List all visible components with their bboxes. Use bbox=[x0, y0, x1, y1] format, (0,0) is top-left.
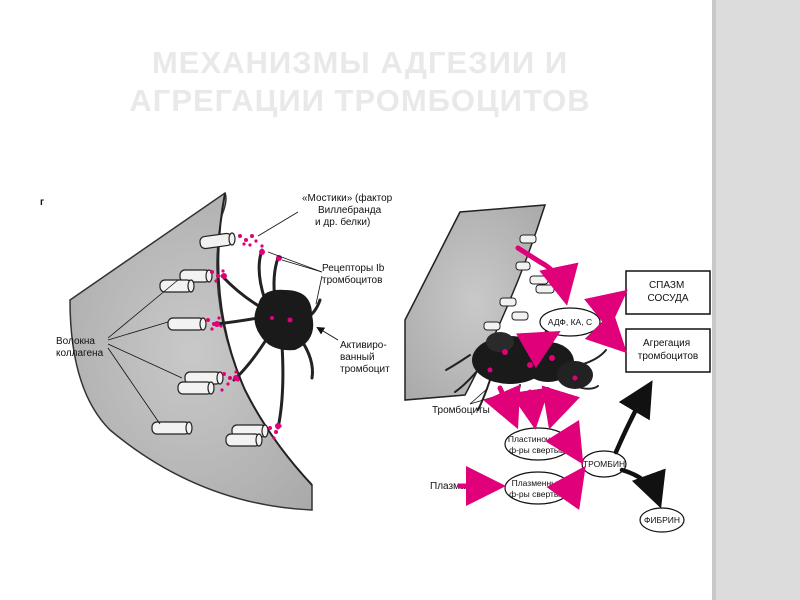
pink-arrows bbox=[457, 259, 628, 511]
arrow-adf-to-spasm bbox=[584, 289, 628, 331]
pink-arrow-tail bbox=[515, 245, 543, 265]
arrow-wall-to-adf bbox=[537, 259, 579, 306]
arrow-thrombin-to-fibrin bbox=[619, 467, 666, 509]
collagen-label: Волокна коллагена bbox=[56, 336, 104, 359]
arrow-cluster-to-adf bbox=[516, 331, 561, 369]
receptors-label: Рецепторы Ib тромбоцитов bbox=[322, 263, 387, 286]
spasm-box-label: СПАЗМ СОСУДА bbox=[647, 280, 688, 304]
black-arrows bbox=[613, 380, 666, 509]
activated-platelet-label: Активиро- ванный тромбоцит bbox=[340, 340, 390, 375]
aggregation-box bbox=[625, 328, 711, 373]
fibrin-label: ФИБРИН bbox=[644, 515, 680, 525]
plasma-factors-oval bbox=[504, 471, 572, 505]
plasma-label: Плазма bbox=[430, 481, 466, 492]
adf-label: АДФ, КА, С bbox=[548, 317, 592, 327]
activated-platelet bbox=[214, 248, 322, 430]
arrow-thrombin-to-aggregation bbox=[613, 380, 653, 455]
aggregation-box-label: Агрегация тромбоцитов bbox=[638, 338, 698, 362]
collagen-fiber bbox=[159, 279, 195, 293]
slide-title: МЕХАНИЗМЫ АДГЕЗИИ И АГРЕГАЦИИ ТРОМБОЦИТО… bbox=[90, 44, 630, 120]
collagen-fibers bbox=[151, 232, 269, 447]
spasm-box bbox=[625, 270, 711, 315]
arrow-cluster-to-plate-c bbox=[541, 385, 580, 430]
collagen-fiber bbox=[167, 317, 207, 331]
leader-lines-left bbox=[107, 211, 323, 425]
vwf-bridges bbox=[206, 234, 282, 440]
right-panel: СПАЗМ СОСУДА Агрегация тромбоцитов АДФ, … bbox=[404, 204, 711, 533]
collagen-fiber bbox=[151, 421, 193, 435]
left-panel: г bbox=[40, 191, 395, 511]
collagen-fiber bbox=[199, 232, 236, 250]
arrow-cluster-to-plate-b bbox=[509, 387, 550, 430]
title-line-1: МЕХАНИЗМЫ АДГЕЗИИ И bbox=[151, 45, 569, 80]
thrombin-label: ТРОМБИН bbox=[583, 459, 625, 469]
bridges-label: «Мостики» (фактор Виллебранда и др. белк… bbox=[302, 192, 395, 228]
vessel-wall-left bbox=[69, 191, 313, 511]
side-stripe-edge bbox=[712, 0, 716, 600]
collagen-fiber bbox=[177, 381, 215, 395]
side-stripe bbox=[712, 0, 800, 600]
collagen-fiber bbox=[225, 433, 263, 447]
plasma-factors-label: Плазменные ф-ры свертыв. bbox=[509, 478, 567, 499]
title-line-2: АГРЕГАЦИИ ТРОМБОЦИТОВ bbox=[129, 83, 591, 118]
plate-factors-label: Пластиночные ф-ры свертыв. bbox=[508, 434, 568, 455]
arrow-plasma-to-thrombin bbox=[546, 465, 586, 511]
platelets-label: Тромбоциты bbox=[432, 404, 490, 416]
vessel-wall-surface bbox=[217, 192, 313, 486]
arrow-cluster-to-plate-a bbox=[483, 384, 521, 430]
arrow-plate-to-thrombin bbox=[545, 419, 584, 465]
plate-factors-oval bbox=[504, 427, 572, 461]
activated-arrow bbox=[316, 326, 339, 341]
vessel-wall-right bbox=[404, 204, 547, 401]
vessel-wall-right-edge bbox=[404, 211, 461, 321]
arrow-adf-to-aggregation bbox=[584, 310, 628, 354]
corner-letter: г bbox=[40, 197, 44, 208]
